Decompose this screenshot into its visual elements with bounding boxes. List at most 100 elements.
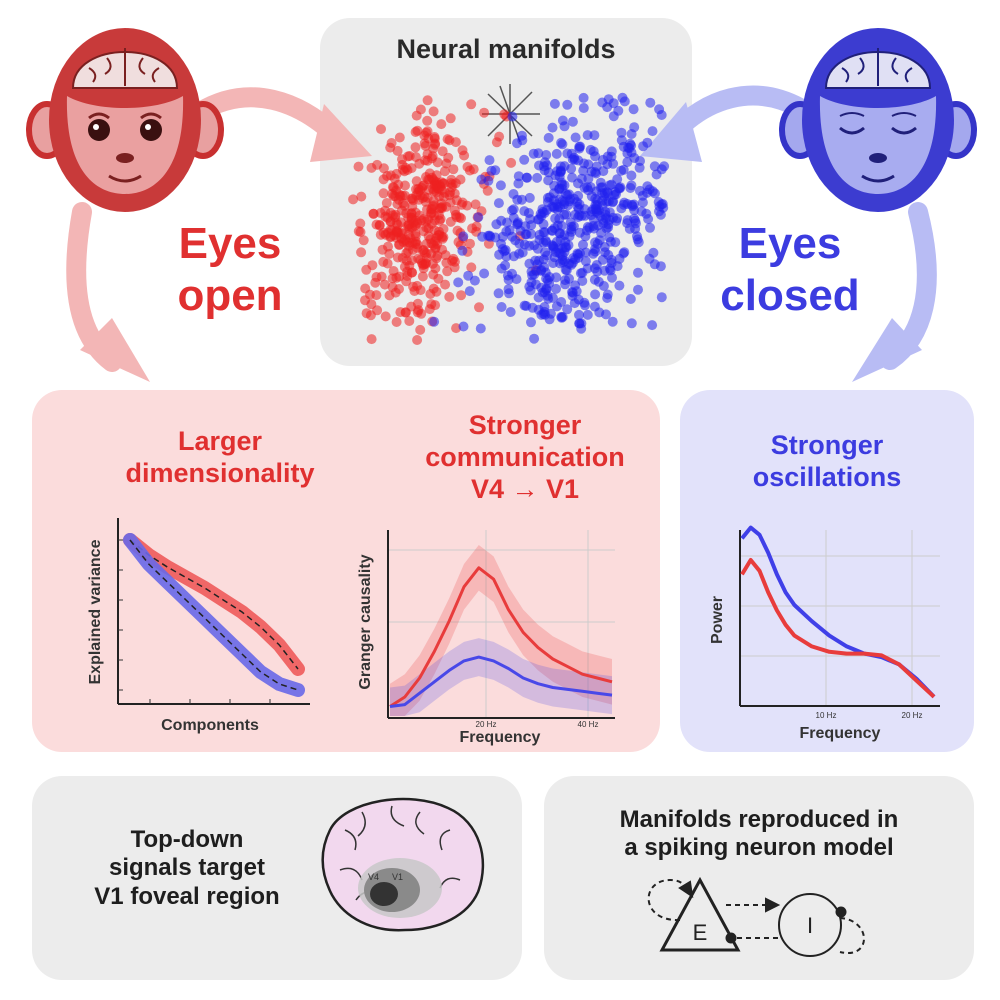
communication-line3: V4 → V1 bbox=[470, 473, 580, 504]
dimensionality-line1: Larger bbox=[177, 426, 263, 456]
scatter-point bbox=[578, 239, 588, 250]
eyes-closed-line2: closed bbox=[720, 270, 860, 320]
chart3-xtick-2: 20 Hz bbox=[902, 711, 923, 720]
scatter-point bbox=[422, 155, 433, 166]
scatter-point bbox=[637, 197, 648, 208]
scatter-point bbox=[493, 288, 504, 299]
scatter-point bbox=[395, 307, 406, 318]
scatter-point bbox=[608, 158, 619, 169]
scatter-point bbox=[473, 212, 484, 223]
scatter-point bbox=[376, 124, 386, 135]
scatter-point bbox=[378, 188, 389, 199]
scatter-point bbox=[387, 282, 398, 292]
scatter-point bbox=[416, 308, 427, 319]
scatter-point bbox=[597, 195, 608, 206]
scatter-point bbox=[526, 229, 537, 239]
scatter-point bbox=[598, 281, 609, 291]
scatter-point bbox=[403, 246, 414, 257]
scatter-point bbox=[500, 260, 511, 271]
scatter-point bbox=[428, 269, 439, 280]
scatter-eyes-closed bbox=[429, 92, 670, 344]
brain-icon: V4 V1 bbox=[321, 797, 485, 932]
chart-granger-causality: 20 Hz 40 Hz Frequency Granger causality bbox=[357, 530, 615, 746]
scatter-point bbox=[458, 321, 469, 332]
scatter-point bbox=[482, 185, 493, 196]
scatter-point bbox=[404, 316, 415, 326]
scatter-point bbox=[548, 258, 559, 269]
chart1-series-1 bbox=[123, 533, 305, 697]
scatter-point bbox=[590, 237, 601, 248]
scatter-point bbox=[556, 312, 567, 323]
neuron-label-i: I bbox=[807, 913, 813, 938]
scatter-point bbox=[561, 242, 572, 253]
scatter-point bbox=[575, 248, 585, 259]
scatter-point bbox=[493, 198, 504, 209]
scatter-point bbox=[578, 92, 589, 103]
scatter-point bbox=[524, 192, 535, 203]
scatter-point bbox=[515, 225, 526, 236]
scatter-point bbox=[456, 213, 466, 224]
chart2-band-1 bbox=[390, 638, 612, 716]
scatter-point bbox=[517, 247, 528, 258]
scatter-point bbox=[474, 302, 484, 313]
scatter-point bbox=[431, 233, 442, 243]
scatter-point bbox=[436, 119, 447, 130]
scatter-point bbox=[557, 139, 568, 150]
scatter-point bbox=[439, 166, 450, 177]
scatter-point bbox=[629, 199, 639, 210]
scatter-point bbox=[457, 245, 468, 256]
scatter-point bbox=[466, 262, 477, 273]
scatter-point bbox=[625, 294, 636, 304]
scatter-point bbox=[477, 231, 488, 242]
scatter-point bbox=[424, 304, 435, 315]
scatter-point bbox=[376, 271, 387, 282]
scatter-point bbox=[358, 235, 369, 246]
eyes-open-label: Eyes open bbox=[150, 218, 310, 322]
scatter-point bbox=[561, 209, 572, 220]
scatter-point bbox=[484, 155, 495, 166]
scatter-point bbox=[356, 247, 367, 258]
scatter-point bbox=[580, 256, 591, 267]
scatter-point bbox=[647, 126, 658, 137]
scatter-point bbox=[574, 318, 585, 329]
chart2-ylabel: Granger causality bbox=[357, 554, 374, 689]
scatter-point bbox=[410, 228, 421, 239]
scatter-point bbox=[562, 99, 573, 110]
scatter-point bbox=[470, 199, 481, 210]
scatter-point bbox=[626, 318, 637, 329]
scatter-point bbox=[533, 292, 544, 303]
scatter-point bbox=[372, 305, 383, 316]
scatter-point bbox=[513, 171, 524, 182]
scatter-point bbox=[589, 274, 600, 285]
scatter-point bbox=[445, 216, 456, 227]
scatter-point bbox=[378, 256, 389, 267]
scatter-point bbox=[456, 290, 467, 301]
scatter-point bbox=[538, 227, 549, 238]
scatter-point bbox=[614, 280, 625, 291]
scatter-point bbox=[645, 97, 656, 108]
scatter-point bbox=[448, 253, 459, 264]
scatter-point bbox=[455, 174, 466, 185]
scatter-point bbox=[442, 266, 453, 277]
scatter-point bbox=[602, 151, 613, 162]
scatter-point bbox=[443, 152, 454, 163]
chart1-xlabel: Components bbox=[161, 717, 259, 734]
scatter-point bbox=[554, 183, 565, 194]
model-text: Manifolds reproduced in a spiking neuron… bbox=[554, 806, 964, 863]
chart-power: 10 Hz 20 Hz Frequency Power bbox=[709, 525, 940, 742]
scatter-eyes-open bbox=[348, 95, 541, 345]
communication-line1: Stronger bbox=[468, 410, 582, 440]
scatter-point bbox=[617, 92, 628, 103]
topdown-line3: V1 foveal region bbox=[94, 882, 280, 910]
excitatory-neuron bbox=[659, 876, 741, 952]
scatter-point bbox=[562, 304, 573, 315]
scatter-point bbox=[526, 317, 536, 328]
scatter-point bbox=[466, 99, 477, 110]
scatter-point bbox=[564, 273, 574, 284]
scatter-point bbox=[506, 157, 517, 168]
chart2-xtick-2: 40 Hz bbox=[578, 720, 599, 729]
brain-label-v1: V1 bbox=[392, 872, 403, 882]
monkey-eyes-open-icon bbox=[26, 28, 224, 212]
scatter-point bbox=[412, 280, 423, 291]
scatter-point bbox=[453, 277, 464, 288]
